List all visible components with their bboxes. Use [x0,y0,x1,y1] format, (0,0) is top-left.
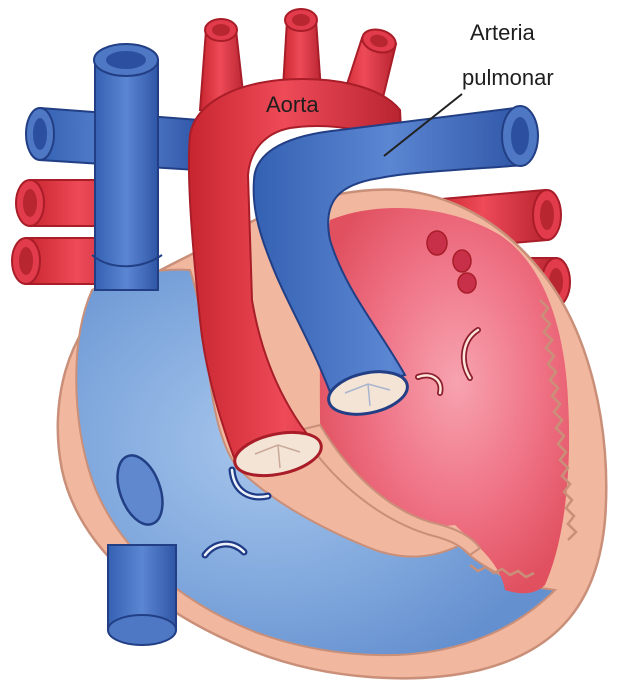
pulmonary-artery-label-line2: pulmonar [462,65,554,90]
pulmonary-artery-label-line1: Arteria [470,20,536,45]
aorta-label: Aorta [266,92,319,117]
